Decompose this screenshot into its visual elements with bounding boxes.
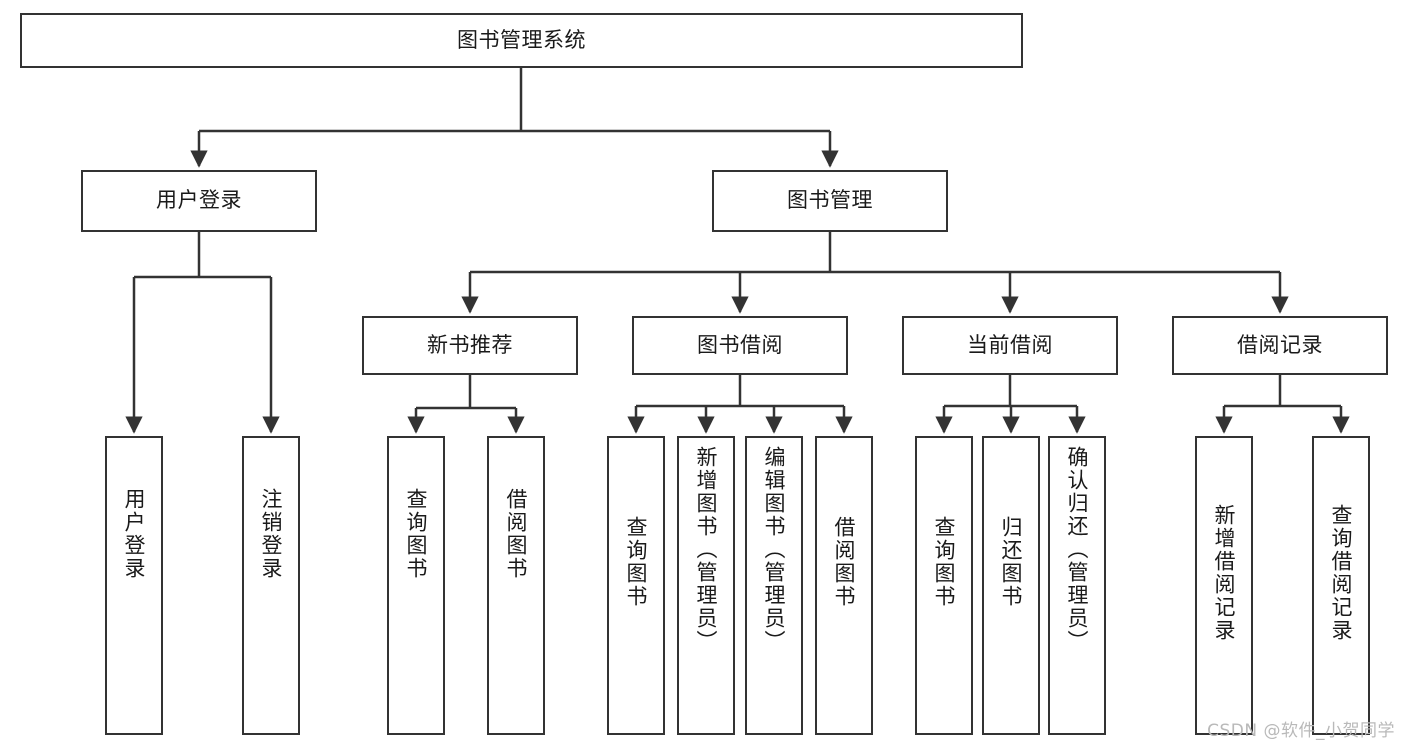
node-label: 注销登录 (259, 488, 284, 580)
node-label: 确认归还（管理员） (1065, 446, 1090, 653)
node-leaf-user-login[interactable]: 用户登录 (105, 436, 163, 735)
node-leaf-query-book-2[interactable]: 查询图书 (607, 436, 665, 735)
node-label: 借阅记录 (1237, 332, 1323, 357)
node-leaf-add-book[interactable]: 新增图书（管理员） (677, 436, 735, 735)
node-leaf-edit-book[interactable]: 编辑图书（管理员） (745, 436, 803, 735)
node-label: 新增借阅记录 (1212, 504, 1237, 642)
node-label: 用户登录 (122, 488, 147, 580)
node-label: 归还图书 (999, 516, 1024, 608)
node-label: 查询图书 (624, 516, 649, 608)
node-leaf-return-book[interactable]: 归还图书 (982, 436, 1040, 735)
node-leaf-borrow-book-2[interactable]: 借阅图书 (815, 436, 873, 735)
node-label: 查询图书 (932, 516, 957, 608)
node-new-book-recommend[interactable]: 新书推荐 (362, 316, 578, 375)
node-label: 查询借阅记录 (1329, 504, 1354, 642)
node-label: 借阅图书 (504, 488, 529, 580)
watermark-text: CSDN @软件_小贺同学 (1207, 721, 1395, 741)
node-leaf-query-book-1[interactable]: 查询图书 (387, 436, 445, 735)
node-label: 图书借阅 (697, 332, 783, 357)
node-label: 借阅图书 (832, 516, 857, 608)
node-label: 用户登录 (156, 188, 242, 213)
node-user-login[interactable]: 用户登录 (81, 170, 317, 232)
node-leaf-borrow-book-1[interactable]: 借阅图书 (487, 436, 545, 735)
node-leaf-confirm-return[interactable]: 确认归还（管理员） (1048, 436, 1106, 735)
node-label: 新增图书（管理员） (694, 446, 719, 653)
node-label: 当前借阅 (967, 332, 1053, 357)
node-leaf-query-book-3[interactable]: 查询图书 (915, 436, 973, 735)
node-leaf-logout[interactable]: 注销登录 (242, 436, 300, 735)
node-book-management[interactable]: 图书管理 (712, 170, 948, 232)
node-label: 图书管理系统 (457, 27, 586, 52)
node-root-system[interactable]: 图书管理系统 (20, 13, 1023, 68)
node-current-borrow[interactable]: 当前借阅 (902, 316, 1118, 375)
node-leaf-add-record[interactable]: 新增借阅记录 (1195, 436, 1253, 735)
node-leaf-query-record[interactable]: 查询借阅记录 (1312, 436, 1370, 735)
node-book-borrow[interactable]: 图书借阅 (632, 316, 848, 375)
node-label: 编辑图书（管理员） (762, 446, 787, 653)
node-label: 新书推荐 (427, 332, 513, 357)
node-label: 图书管理 (787, 188, 873, 213)
node-label: 查询图书 (404, 488, 429, 580)
node-borrow-record[interactable]: 借阅记录 (1172, 316, 1388, 375)
